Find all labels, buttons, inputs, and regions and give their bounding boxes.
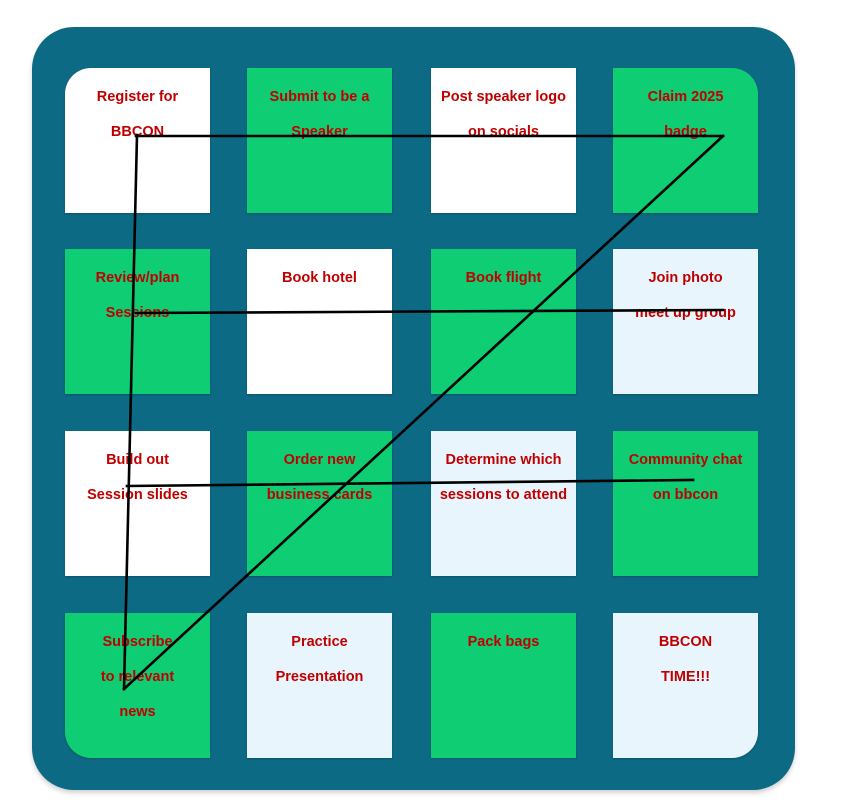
bingo-cell-text: badge	[664, 124, 707, 140]
bingo-cell-text: Claim 2025	[647, 89, 724, 105]
bingo-cell-r3c3[interactable]: Determine which sessions to attend	[431, 431, 576, 576]
bingo-cell-text: TIME!!!	[660, 669, 711, 685]
bingo-cell-text: Subscribe	[102, 634, 173, 650]
bingo-cell-text: Sessions	[105, 305, 170, 321]
bingo-cell-text: Submit to be a	[269, 89, 370, 105]
bingo-cell-text: Determine which	[445, 452, 562, 468]
bingo-cell-r3c2[interactable]: Order new business cards	[247, 431, 392, 576]
bingo-cell-text: BBCON	[658, 634, 713, 650]
bingo-cell-text: Order new	[283, 452, 356, 468]
bingo-cell-text: on socials	[468, 124, 539, 140]
bingo-cell-text: Speaker	[291, 124, 348, 140]
bingo-cell-text: Session slides	[87, 487, 188, 503]
bingo-cell-text: Presentation	[275, 669, 364, 685]
bingo-cell-r3c4[interactable]: Community chat on bbcon	[613, 431, 758, 576]
bingo-cell-text: meet up group	[635, 305, 736, 321]
bingo-cell-r4c3[interactable]: Pack bags	[431, 613, 576, 758]
bingo-cell-text: Join photo	[648, 270, 723, 286]
bingo-cell-text: business cards	[266, 487, 373, 503]
bingo-cell-r1c2[interactable]: Submit to be a Speaker	[247, 68, 392, 213]
bingo-cell-text: Practice	[291, 634, 348, 650]
bingo-cell-text: Book flight	[465, 270, 542, 286]
bingo-cell-r2c2[interactable]: Book hotel	[247, 249, 392, 394]
bingo-cell-text: BBCON	[110, 124, 165, 140]
bingo-cell-text: Community chat	[628, 452, 743, 468]
bingo-cell-text: Post speaker logo	[441, 89, 566, 105]
bingo-cell-r1c3[interactable]: Post speaker logo on socials	[431, 68, 576, 213]
bingo-cell-text: Pack bags	[467, 634, 540, 650]
bingo-cell-text: sessions to attend	[439, 487, 568, 503]
bingo-cell-text: to relevant	[100, 669, 175, 685]
bingo-cell-r1c4[interactable]: Claim 2025 badge	[613, 68, 758, 213]
bingo-cell-r2c4[interactable]: Join photo meet up group	[613, 249, 758, 394]
bingo-cell-text: on bbcon	[652, 487, 719, 503]
bingo-cell-text: Register for	[96, 89, 179, 105]
bingo-cell-r2c3[interactable]: Book flight	[431, 249, 576, 394]
bingo-cell-text: Review/plan	[95, 270, 180, 286]
bingo-cell-text: news	[119, 704, 156, 720]
bingo-cell-r4c4[interactable]: BBCON TIME!!!	[613, 613, 758, 758]
bingo-cell-r4c1[interactable]: Subscribe to relevant news	[65, 613, 210, 758]
bingo-cell-text: Build out	[106, 452, 169, 468]
bingo-cell-text: Book hotel	[282, 270, 357, 286]
